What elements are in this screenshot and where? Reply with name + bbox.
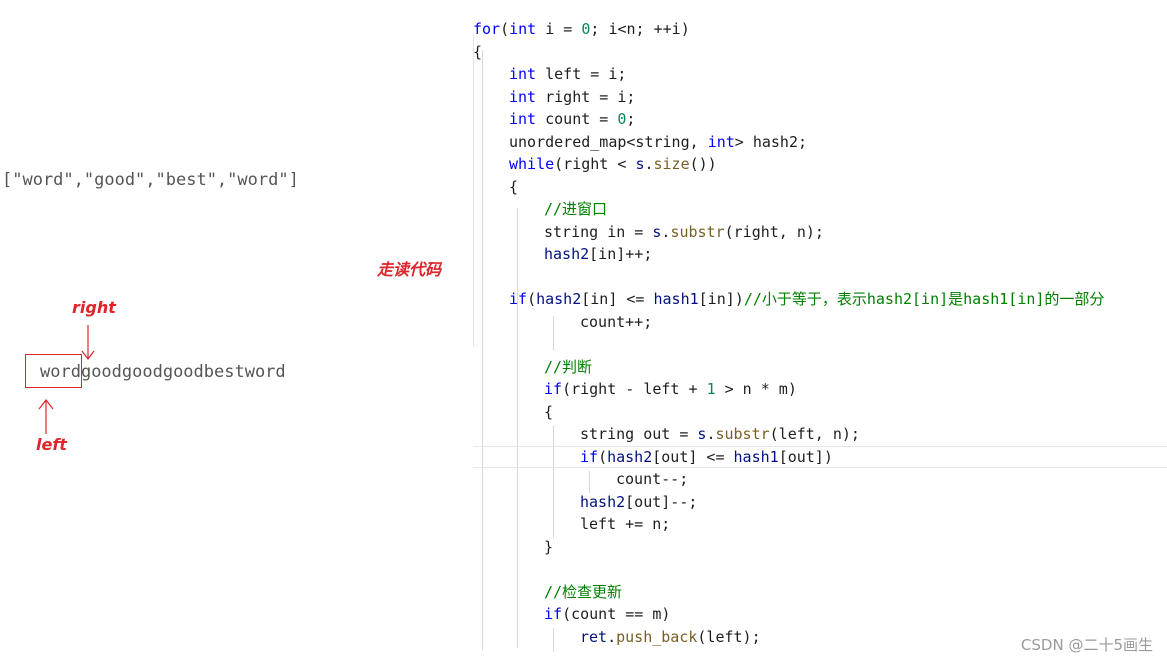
code-line-28: ret.push_back(left);: [580, 628, 761, 646]
csdn-watermark: CSDN @二十5画生: [1020, 636, 1153, 654]
code-line-16: //判断: [544, 358, 593, 376]
code-line-4: int right = i;: [509, 88, 636, 106]
code-line-20: if(hash2[out] <= hash1[out]): [580, 448, 833, 466]
code-line-19: string out = s.substr(left, n);: [580, 425, 860, 443]
code-line-14: count++;: [580, 313, 653, 331]
indent-guide: [553, 628, 554, 652]
panel-divider: [473, 35, 474, 347]
indent-guide: [553, 426, 554, 538]
code-line-21: count--;: [616, 470, 689, 488]
current-line-highlight: [473, 446, 1167, 468]
code-line-2: {: [473, 43, 483, 61]
indent-guide: [589, 471, 590, 493]
walkthrough-label: 走读代码: [377, 260, 442, 279]
code-line-3: int left = i;: [509, 65, 627, 83]
code-line-22: hash2[out]--;: [580, 493, 698, 511]
code-line-8: {: [509, 178, 519, 196]
code-line-17: if(right - left + 1 > n * m): [544, 380, 797, 398]
code-line-23: left += n;: [580, 515, 671, 533]
left-pointer-label: left: [36, 435, 67, 454]
code-panel: for(int i = 0; i<n; ++i) { int left = i;…: [473, 16, 1167, 663]
sliding-window-box: [25, 354, 82, 388]
code-line-7: while(right < s.size()): [509, 155, 717, 173]
string-s: wordgoodgoodgoodbestword: [40, 362, 286, 382]
indent-guide: [553, 316, 554, 350]
code-line-27: if(count == m): [544, 605, 671, 623]
code-line-9: //进窗口: [544, 200, 608, 218]
code-line-5: int count = 0;: [509, 110, 636, 128]
code-line-1: for(int i = 0; i<n; ++i): [473, 20, 690, 38]
indent-guide: [517, 208, 518, 648]
left-pointer-arrow: [38, 399, 54, 434]
code-line-24: }: [544, 538, 554, 556]
words-array: ["word","good","best","word"]: [2, 170, 299, 190]
indent-guide: [482, 50, 483, 650]
string-remaining-segment: goodgoodgoodbestword: [80, 362, 286, 382]
right-pointer-arrow: [81, 325, 95, 360]
code-line-11: hash2[in]++;: [544, 245, 653, 263]
code-line-18: {: [544, 403, 554, 421]
code-line-13: if(hash2[in] <= hash1[in])//小于等于，表示hash2…: [509, 290, 1105, 308]
code-line-26: //检查更新: [544, 583, 623, 601]
code-line-10: string in = s.substr(right, n);: [544, 223, 824, 241]
code-line-6: unordered_map<string, int> hash2;: [509, 133, 808, 151]
string-window-segment: word: [40, 362, 81, 382]
right-pointer-label: right: [72, 298, 116, 317]
